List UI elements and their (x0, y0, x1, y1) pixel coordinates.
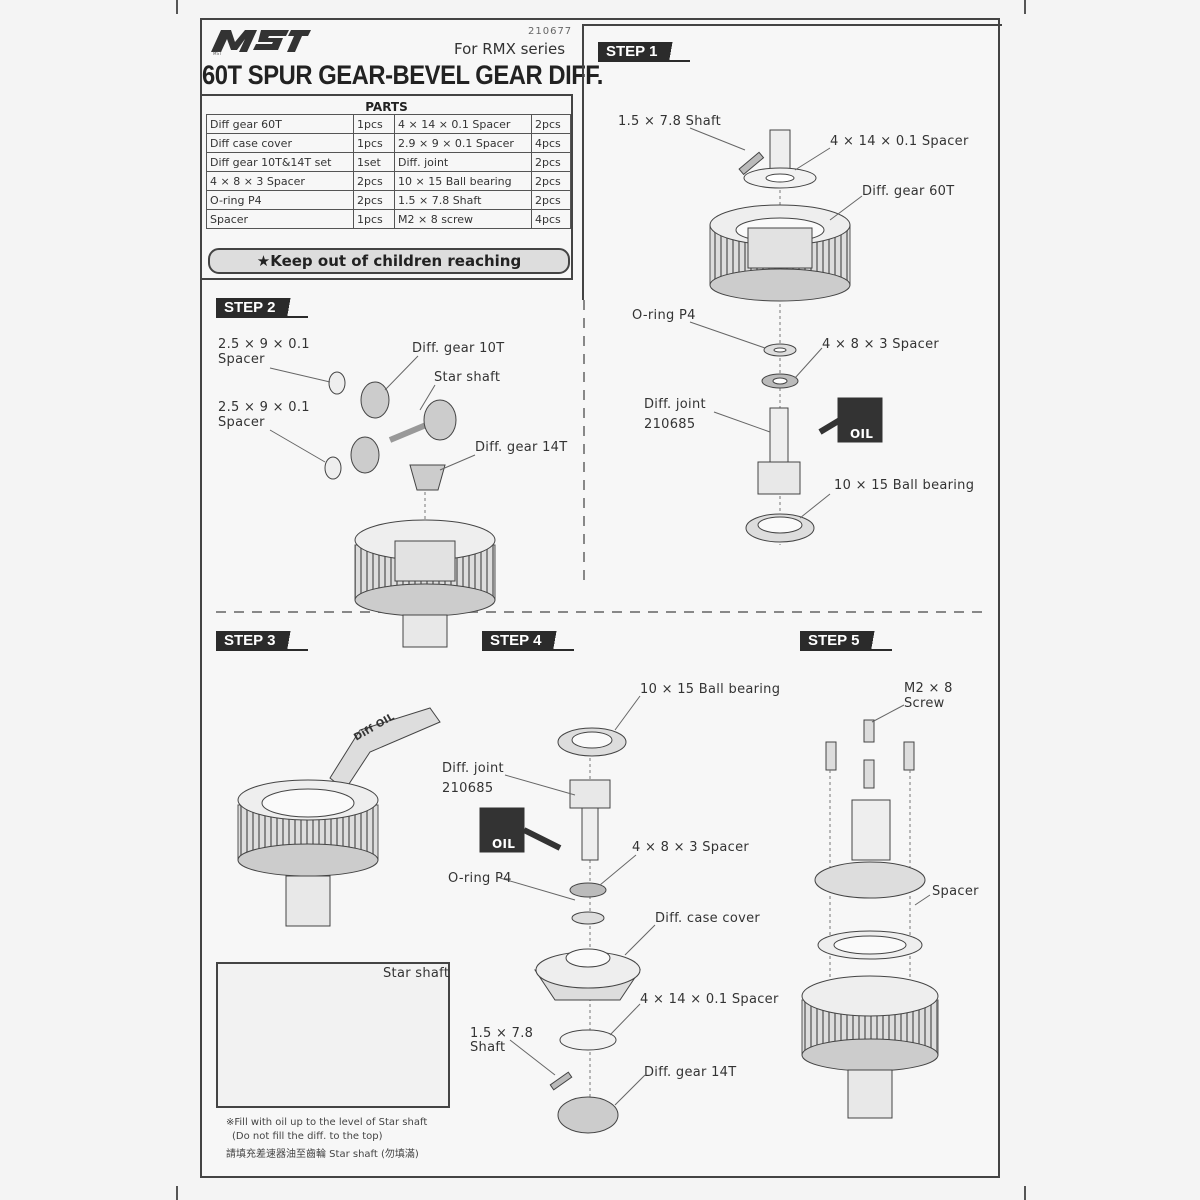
step3-drawing (237, 707, 441, 927)
step1-frame (582, 24, 1002, 300)
label-s4-spacer-4x8: 4 × 8 × 3 Spacer (632, 840, 750, 855)
svg-text:MST: MST (213, 51, 222, 56)
label-spacer-a-size: 2.5 × 9 × 0.1 (218, 337, 310, 352)
label-s4-oring: O-ring P4 (448, 871, 512, 886)
label-shaft: 1.5 × 7.8 Shaft (618, 114, 722, 129)
step1-tag: STEP 1 (598, 42, 690, 62)
step4-drawing (479, 727, 641, 1134)
label-s4-spacer-4x14: 4 × 14 × 0.1 Spacer (640, 992, 779, 1007)
label-s4-case-cover: Diff. case cover (655, 911, 761, 926)
part-number: 210677 (528, 26, 573, 37)
crop-mark-bottom-right (1024, 1186, 1026, 1200)
label-gear-60t: Diff. gear 60T (862, 184, 955, 199)
step5-tag: STEP 5 (800, 631, 892, 651)
step4-tag: STEP 4 (482, 631, 574, 651)
brand-logo: MST (211, 30, 311, 56)
label-s5-screw-size: M2 × 8 (904, 681, 953, 696)
series-label: For RMX series (454, 40, 566, 58)
label-s4-ball-bearing: 10 × 15 Ball bearing (640, 682, 781, 697)
label-s4-shaft-size: 1.5 × 7.8 (470, 1026, 534, 1041)
label-s5-screw: Screw (904, 696, 945, 711)
step2-drawing (324, 371, 496, 648)
label-joint-number: 210685 (644, 417, 696, 432)
label-s4-gear-14t: Diff. gear 14T (644, 1065, 737, 1080)
label-spacer-a: Spacer (218, 352, 265, 367)
crop-mark-left (176, 0, 178, 14)
label-ball-bearing: 10 × 15 Ball bearing (834, 478, 975, 493)
oil-level-inset (216, 962, 450, 1108)
label-star-shaft: Star shaft (434, 370, 501, 385)
inset-star-shaft-label: Star shaft (383, 966, 450, 981)
oil-note-2: (Do not fill the diff. to the top) (232, 1131, 383, 1142)
page-title: 60T SPUR GEAR-BEVEL GEAR DIFF. (202, 60, 603, 90)
oil-note-1: ※Fill with oil up to the level of Star s… (226, 1117, 428, 1128)
child-warning: ★Keep out of children reaching (208, 248, 570, 274)
label-diff-joint: Diff. joint (644, 397, 706, 412)
label-spacer-b: Spacer (218, 415, 265, 430)
label-spacer-4x8: 4 × 8 × 3 Spacer (822, 337, 940, 352)
oil-icon: OIL (850, 427, 874, 441)
label-gear-10t: Diff. gear 10T (412, 341, 505, 356)
s4-oil-icon: OIL (492, 837, 516, 851)
crop-mark-bottom-left (176, 1186, 178, 1200)
step1-drawing (709, 129, 883, 545)
label-s4-joint-number: 210685 (442, 781, 494, 796)
oil-note-3: 請填充差速器油至齒輪 Star shaft (勿填滿) (226, 1149, 419, 1160)
label-spacer-b-size: 2.5 × 9 × 0.1 (218, 400, 310, 415)
label-s4-diff-joint: Diff. joint (442, 761, 504, 776)
label-oring: O-ring P4 (632, 308, 696, 323)
step5-drawing (801, 719, 939, 1119)
parts-title: PARTS (365, 100, 408, 114)
label-s4-shaft: Shaft (470, 1040, 506, 1055)
label-s5-spacer: Spacer (932, 884, 979, 899)
crop-mark-right (1024, 0, 1026, 14)
step3-tag: STEP 3 (216, 631, 308, 651)
label-gear-14t: Diff. gear 14T (475, 440, 568, 455)
leader-lines (269, 127, 931, 1106)
label-spacer-4x14: 4 × 14 × 0.1 Spacer (830, 134, 969, 149)
step2-tag: STEP 2 (216, 298, 308, 318)
